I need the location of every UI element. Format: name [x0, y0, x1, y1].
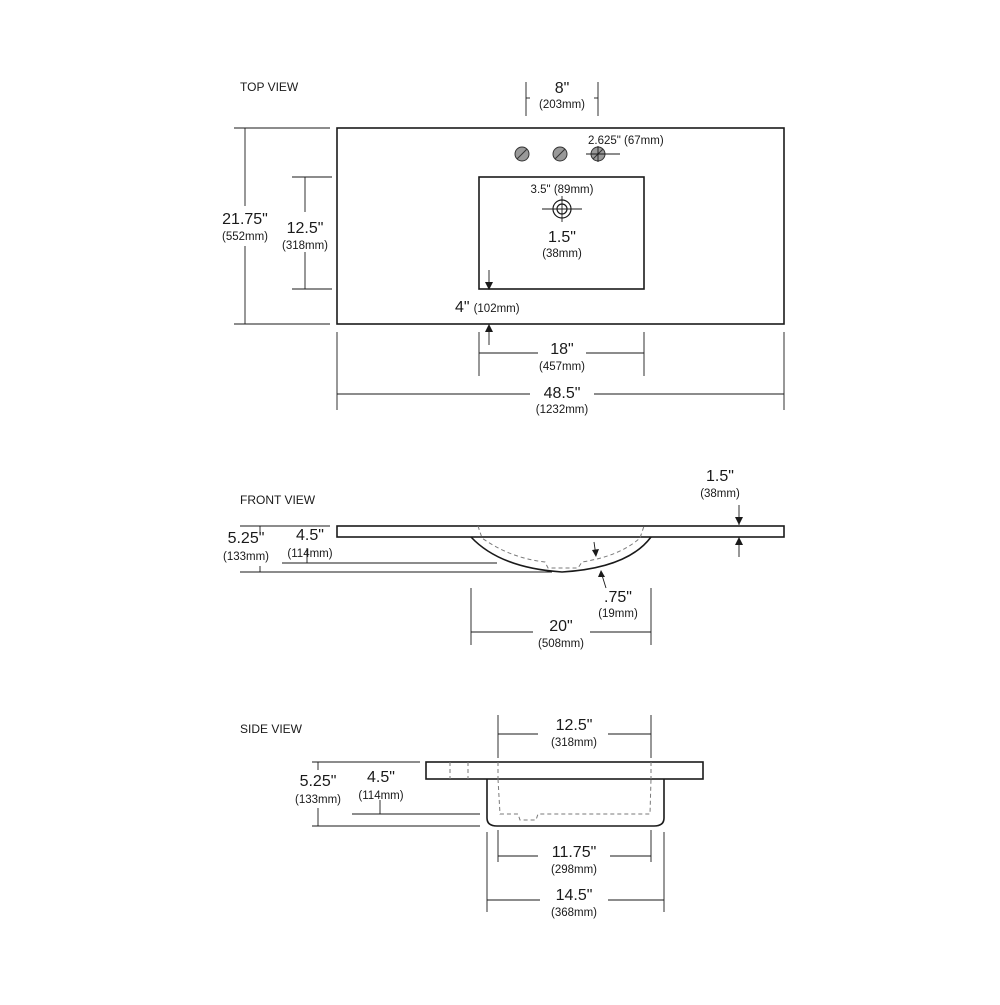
dim-side-bowl-top: 12.5" (318mm)	[497, 715, 652, 758]
dim-front-bowl-height: 4.5" (114mm)	[282, 527, 497, 564]
hole-spacing-label: 2.625" (67mm)	[588, 135, 664, 147]
bowl-depth-mm: (318mm)	[282, 240, 328, 252]
front-total-height-mm: (133mm)	[223, 551, 269, 563]
drain-size-in: 1.5"	[548, 229, 576, 246]
side-total-height-mm: (133mm)	[295, 794, 341, 806]
dim-deck-thickness: 1.5" (38mm)	[700, 468, 743, 557]
top-countertop-outline	[336, 127, 785, 325]
side-bowl-height-in: 4.5"	[367, 769, 395, 786]
front-offset-label: 4"(102mm)	[455, 299, 520, 316]
front-total-height-in: 5.25"	[228, 530, 265, 547]
side-view: SIDE VIEW 12.5" (318mm) 5.25" (133mm)	[240, 715, 704, 919]
side-bowl-outline	[486, 779, 665, 827]
dim-front-bowl-width: 20" (508mm)	[470, 588, 652, 650]
dim-side-bowl-height: 4.5" (114mm)	[352, 769, 480, 815]
bowl-width-mm: (457mm)	[539, 361, 585, 373]
front-deck-outline	[336, 525, 785, 538]
bowl-width-in: 18"	[550, 341, 573, 358]
side-bowl-outer-mm: (368mm)	[551, 907, 597, 919]
faucet-spread-mm: (203mm)	[539, 99, 585, 111]
overall-depth-in: 21.75"	[222, 211, 268, 228]
dim-bowl-depth: 12.5" (318mm)	[282, 176, 332, 290]
dim-overall-depth: 21.75" (552mm)	[222, 127, 330, 325]
wall-thickness-in: .75"	[604, 589, 632, 606]
total-width-mm: (1232mm)	[536, 404, 589, 416]
front-bowl-width-mm: (508mm)	[538, 638, 584, 650]
dim-faucet-spread: 8" (203mm)	[525, 80, 599, 116]
dim-hole-spacing: 2.625" (67mm)	[586, 135, 664, 162]
top-view: TOP VIEW 8" (203mm) 2.625" (67mm)	[222, 80, 785, 416]
front-bowl-height-mm: (114mm)	[287, 548, 332, 560]
drain-size-mm: (38mm)	[542, 248, 582, 260]
dim-side-bowl-bottom: 11.75" (298mm)	[497, 830, 652, 876]
side-bowl-outer-in: 14.5"	[556, 887, 593, 904]
side-bowl-hidden	[449, 762, 652, 821]
side-bowl-top-mm: (318mm)	[551, 737, 597, 749]
dim-bowl-width: 18" (457mm)	[478, 332, 645, 376]
side-total-height-in: 5.25"	[300, 773, 337, 790]
top-bowl-outline	[478, 176, 645, 290]
dim-side-bowl-outer: 14.5" (368mm)	[486, 832, 665, 919]
faucet-spread-in: 8"	[555, 80, 570, 97]
front-bowl-height-in: 4.5"	[296, 527, 324, 544]
front-bowl-width-in: 20"	[549, 618, 572, 635]
front-view: FRONT VIEW 1.5" (38mm) 5.25" (133mm)	[223, 468, 785, 650]
side-bowl-height-mm: (114mm)	[358, 790, 403, 802]
dim-front-total-height: 5.25" (133mm)	[223, 525, 552, 573]
side-bowl-top-in: 12.5"	[556, 717, 593, 734]
dim-total-width: 48.5" (1232mm)	[336, 332, 785, 416]
bowl-depth-in: 12.5"	[287, 220, 324, 237]
dim-wall-thickness: .75" (19mm)	[592, 541, 638, 620]
dim-side-total-height: 5.25" (133mm)	[295, 761, 480, 827]
side-deck-outline	[425, 761, 704, 780]
side-view-title: SIDE VIEW	[240, 722, 303, 736]
top-view-title: TOP VIEW	[240, 80, 299, 94]
front-bowl-outline	[470, 536, 652, 573]
dim-front-offset: 4"(102mm)	[455, 270, 520, 345]
overall-depth-mm: (552mm)	[222, 231, 268, 243]
total-width-in: 48.5"	[544, 385, 581, 402]
side-bowl-bottom-in: 11.75"	[552, 844, 597, 861]
front-bowl-hidden	[477, 525, 645, 569]
side-bowl-bottom-mm: (298mm)	[551, 864, 597, 876]
drain-offset-label: 3.5" (89mm)	[531, 184, 594, 196]
drain: 3.5" (89mm) 1.5" (38mm)	[531, 184, 594, 260]
wall-thickness-mm: (19mm)	[598, 608, 638, 620]
front-view-title: FRONT VIEW	[240, 493, 316, 507]
deck-thickness-mm: (38mm)	[700, 488, 740, 500]
deck-thickness-in: 1.5"	[706, 468, 734, 485]
